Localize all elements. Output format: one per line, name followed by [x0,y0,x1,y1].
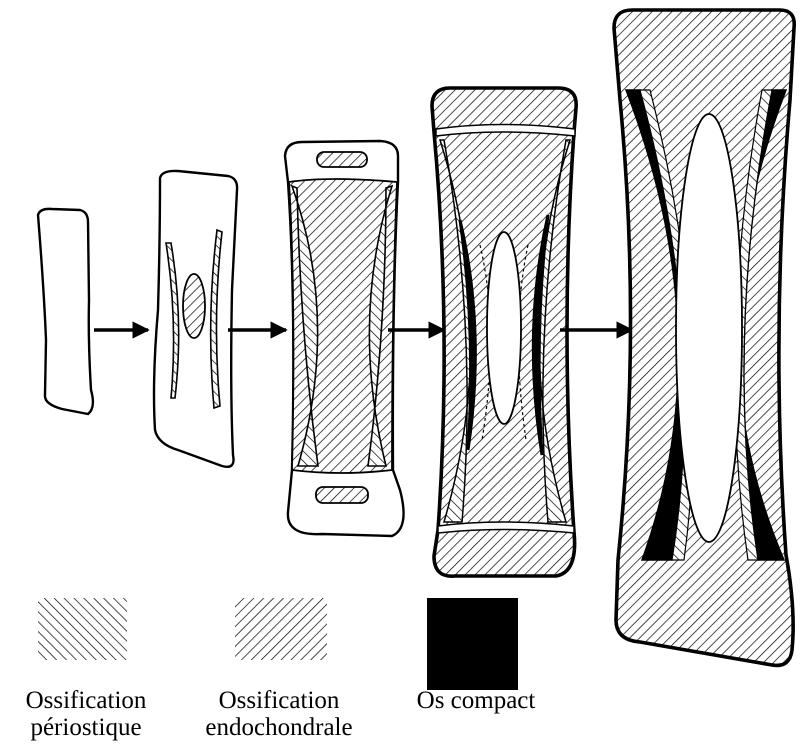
legend-label-endochondral-line1: Ossification [184,687,374,714]
legend-swatch-compact [427,598,518,690]
legend-swatches [38,598,518,690]
stage-3-bone-collar [285,141,404,536]
legend-label-periosteal: Ossification périostique [0,687,172,741]
stage-3-lower-centre [316,487,368,503]
legend-swatch-endochondral [235,598,327,660]
legend-label-endochondral: Ossification endochondrale [184,687,374,741]
legend-label-compact: Os compact [396,687,556,714]
legend-label-periosteal-line1: Ossification [0,687,172,714]
legend-swatch-periosteal [38,598,127,660]
stage-4-medullary-cavity [432,88,576,576]
stage-1-outline [38,209,93,414]
legend-label-compact-line1: Os compact [396,687,556,714]
stage-2-primary-ossification [154,171,237,467]
stage-3-upper-centre [317,152,367,167]
stage-1-cartilage-model [38,209,93,414]
stage-2-endochondral-centre [183,274,205,338]
legend-label-periosteal-line2: périostique [0,714,172,741]
stage-4-cavity [487,232,521,424]
stage-5-mature-bone [614,10,794,665]
stage-5-cavity [676,114,742,542]
legend-label-endochondral-line2: endochondrale [184,714,374,741]
